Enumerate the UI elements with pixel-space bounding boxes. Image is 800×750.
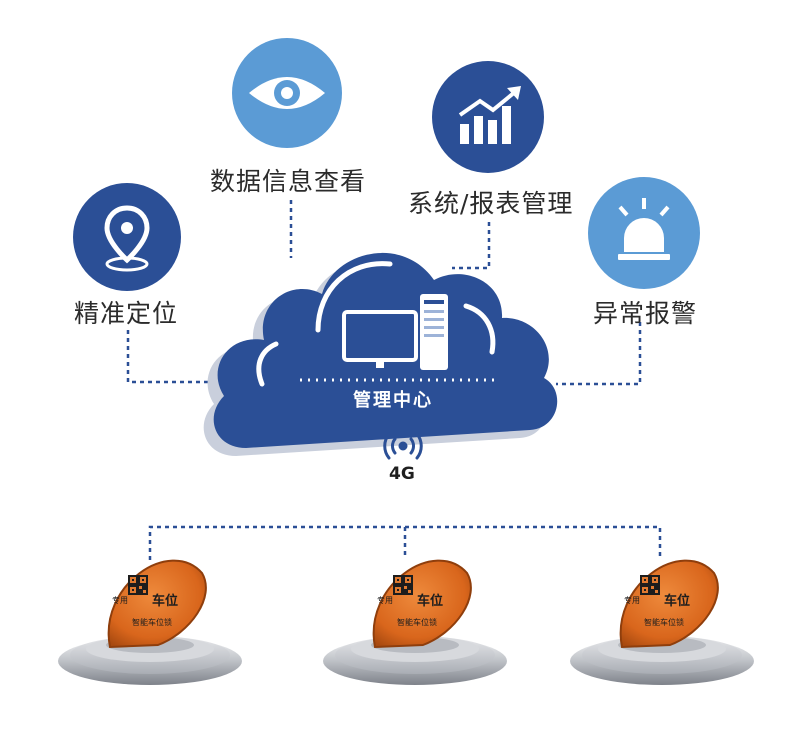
cloud-label: 管理中心 — [353, 390, 433, 411]
lock-side-text: 专用 — [112, 595, 128, 605]
lock-side-text: 专用 — [624, 595, 640, 605]
lock-side-text: 专用 — [377, 595, 393, 605]
lock-front-text: 智能车位锁 — [397, 617, 437, 627]
location-pin-icon — [73, 183, 181, 291]
lock-big-text: 车位 — [664, 593, 690, 609]
eye-icon — [232, 38, 342, 148]
lock-front-text: 智能车位锁 — [132, 617, 172, 627]
connector-report — [452, 222, 491, 270]
network-label: 4G — [389, 464, 415, 484]
feature-label-alarm: 异常报警 — [593, 299, 698, 328]
qr-code-icon — [128, 575, 148, 595]
lock-big-text: 车位 — [417, 593, 443, 609]
cloud-management-center — [203, 252, 558, 456]
connector-lines — [126, 200, 662, 560]
feature-label-report: 系统/报表管理 — [408, 189, 574, 218]
feature-label-locate: 精准定位 — [74, 299, 179, 328]
connector-alarm — [556, 322, 642, 386]
computer-server-icon — [342, 294, 448, 370]
wireless-signal-icon — [383, 432, 423, 460]
qr-code-icon — [393, 575, 413, 595]
bar-chart-trend-icon — [432, 61, 544, 173]
qr-code-icon — [640, 575, 660, 595]
connector-locate — [126, 330, 232, 384]
lock-front-text: 智能车位锁 — [644, 617, 684, 627]
feature-label-data-view: 数据信息查看 — [210, 167, 367, 196]
lock-big-text: 车位 — [152, 593, 178, 609]
alarm-light-icon — [588, 177, 700, 289]
